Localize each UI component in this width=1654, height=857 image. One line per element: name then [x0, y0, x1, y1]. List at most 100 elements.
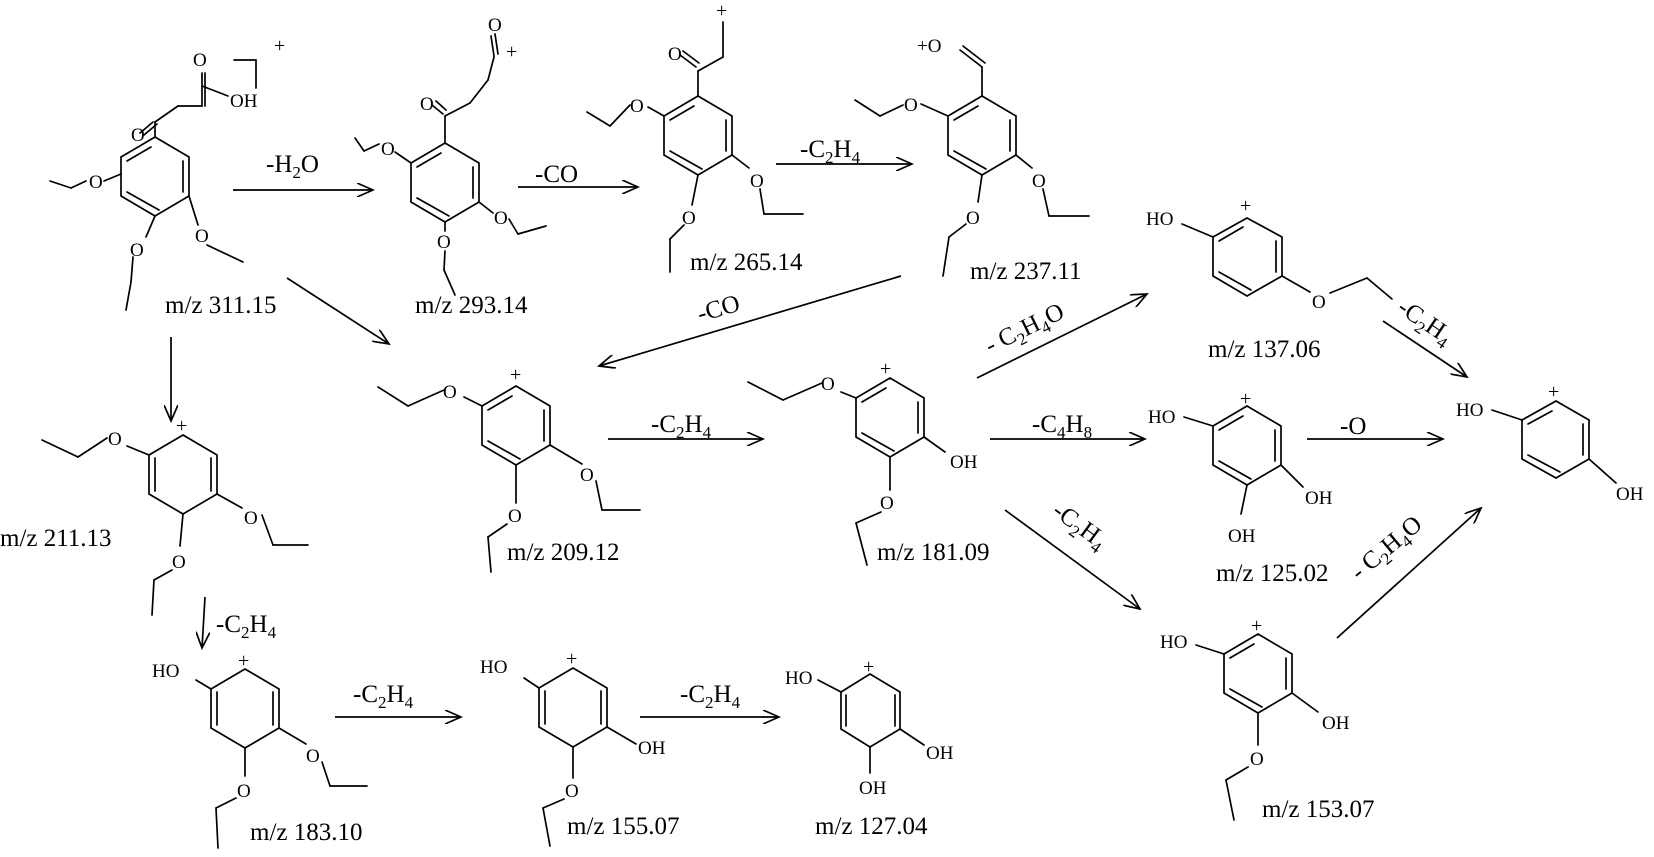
atom-ho: HO [1148, 407, 1175, 428]
arrow-153-to-final [1336, 508, 1481, 639]
atom-o: O [306, 746, 320, 767]
label-mz-265: m/z 265.14 [690, 249, 803, 276]
atom-o: O [750, 171, 764, 192]
atom-o: O [437, 232, 451, 253]
charge-plus: + [506, 41, 517, 63]
atom-oh: OH [638, 738, 666, 759]
structure-mz-125: + HO OH OH m/z 125.02 [1148, 388, 1333, 587]
atom-o: O [443, 382, 457, 403]
atom-o: O [130, 240, 144, 261]
structure-mz-211: + O O O m/z 211.13 [0, 415, 309, 616]
atom-ho: HO [785, 668, 812, 689]
structure-mz-181: + O OH O m/z 181.09 [747, 358, 990, 566]
atom-oh: OH [1322, 713, 1350, 734]
atom-oh: OH [859, 778, 887, 799]
atom-ho: HO [480, 657, 507, 678]
label-mz-183: m/z 183.10 [250, 819, 363, 846]
charge-plus: + [1240, 388, 1251, 410]
atom-o: O [580, 465, 594, 486]
label-mz-293: m/z 293.14 [415, 292, 528, 319]
atom-ho: HO [1160, 632, 1187, 653]
atom-oh: OH [1305, 488, 1333, 509]
charge-plus: + [1251, 615, 1262, 637]
label-mz-125: m/z 125.02 [1216, 560, 1329, 587]
label-mz-137: m/z 137.06 [1208, 336, 1321, 363]
arrow-311-to-209 [286, 277, 389, 344]
arrow-237-to-209 [599, 275, 902, 366]
atom-o: O [381, 139, 395, 160]
atom-o: O [880, 493, 894, 514]
atom-o: O [904, 95, 918, 116]
label-mz-311: m/z 311.15 [165, 292, 277, 319]
atom-o: O [89, 172, 103, 193]
atom-oh: OH [1616, 484, 1644, 505]
atom-oh: OH [926, 743, 954, 764]
atom-o: O [668, 44, 682, 65]
charge-plus: + [1548, 381, 1559, 403]
atom-ho: HO [152, 661, 179, 682]
structure-mz-183: + HO O O m/z 183.10 [152, 650, 368, 849]
charge-plus: + [510, 364, 521, 386]
label-mz-211: m/z 211.13 [0, 525, 112, 552]
atom-o: O [565, 781, 579, 802]
loss-label-co: -CO [694, 290, 743, 328]
charge-plus: + [863, 656, 874, 678]
charge-plus: + [566, 648, 577, 670]
structure-mz-127: + HO OH OH m/z 127.04 [785, 656, 954, 840]
charge-plus: + [716, 0, 727, 22]
label-mz-153: m/z 153.07 [1262, 796, 1375, 823]
loss-labels: -H2O -CO -C2H4 -CO -C2H4 - C2H4O -C4H8 -… [216, 136, 1458, 712]
loss-label-c2h4: -C2H4 [680, 681, 741, 712]
atom-o: O [1312, 292, 1326, 313]
loss-label-c4h8: -C4H8 [1032, 411, 1092, 442]
atom-oh: OH [950, 452, 978, 473]
atom-o: O [1032, 171, 1046, 192]
loss-label-c2h4: -C2H4 [1045, 497, 1112, 558]
structure-mz-153: + HO OH O m/z 153.07 [1160, 615, 1375, 823]
loss-label-c2h4: -C2H4 [800, 136, 861, 167]
structure-mz-293: O O + O O O m/z 293.14 [354, 15, 547, 319]
structure-mz-265: O + O O O m/z 265.14 [586, 0, 804, 276]
atom-o: O [630, 96, 644, 117]
atom-o: O [488, 15, 502, 36]
atom-o: O [1250, 749, 1264, 770]
loss-label-co: -CO [535, 161, 578, 188]
atom-ho: HO [1456, 400, 1483, 421]
atom-o: O [195, 226, 209, 247]
charge-plus: + [176, 415, 187, 437]
structure-mz-137: + HO O m/z 137.06 [1146, 195, 1393, 363]
atom-oh: OH [230, 91, 258, 112]
loss-label-c2h4: -C2H4 [216, 611, 277, 642]
atom-o: O [131, 125, 145, 146]
structure-mz-237: +O O O O m/z 237.11 [854, 36, 1090, 285]
atom-o: O [420, 94, 434, 115]
atom-o: O [237, 781, 251, 802]
loss-label-c2h4: -C2H4 [651, 411, 712, 442]
label-mz-181: m/z 181.09 [877, 539, 990, 566]
atom-o: O [494, 208, 508, 229]
atom-o: O [966, 208, 980, 229]
atom-o: O [244, 508, 258, 529]
structure-mz-209: + O O O m/z 209.12 [377, 364, 641, 573]
loss-label-c2h4: -C2H4 [1390, 294, 1458, 354]
atom-o: O [108, 429, 122, 450]
atom-o: O [172, 552, 186, 573]
loss-label-c2h4: -C2H4 [353, 681, 414, 712]
atom-o: O [508, 506, 522, 527]
label-mz-237: m/z 237.11 [970, 258, 1082, 285]
atom-o: O [193, 50, 207, 71]
arrow-181-to-137 [976, 294, 1147, 379]
label-mz-155: m/z 155.07 [567, 813, 680, 840]
atom-ho: HO [1146, 209, 1173, 230]
charge-plus: + [274, 35, 285, 57]
loss-label-h2o: -H2O [266, 151, 319, 182]
structure-mz-311: O O OH O O O + m/z 311.15 [49, 35, 285, 319]
arrow-137-to-final [1382, 320, 1467, 377]
label-mz-209: m/z 209.12 [507, 539, 620, 566]
charge-plus: + [880, 358, 891, 380]
structure-mz-155: + HO OH O m/z 155.07 [480, 648, 680, 847]
atom-o: O [682, 208, 696, 229]
arrow-211-to-183 [202, 596, 205, 648]
charge-plus: + [238, 650, 249, 672]
atom-oh: OH [1228, 526, 1256, 547]
